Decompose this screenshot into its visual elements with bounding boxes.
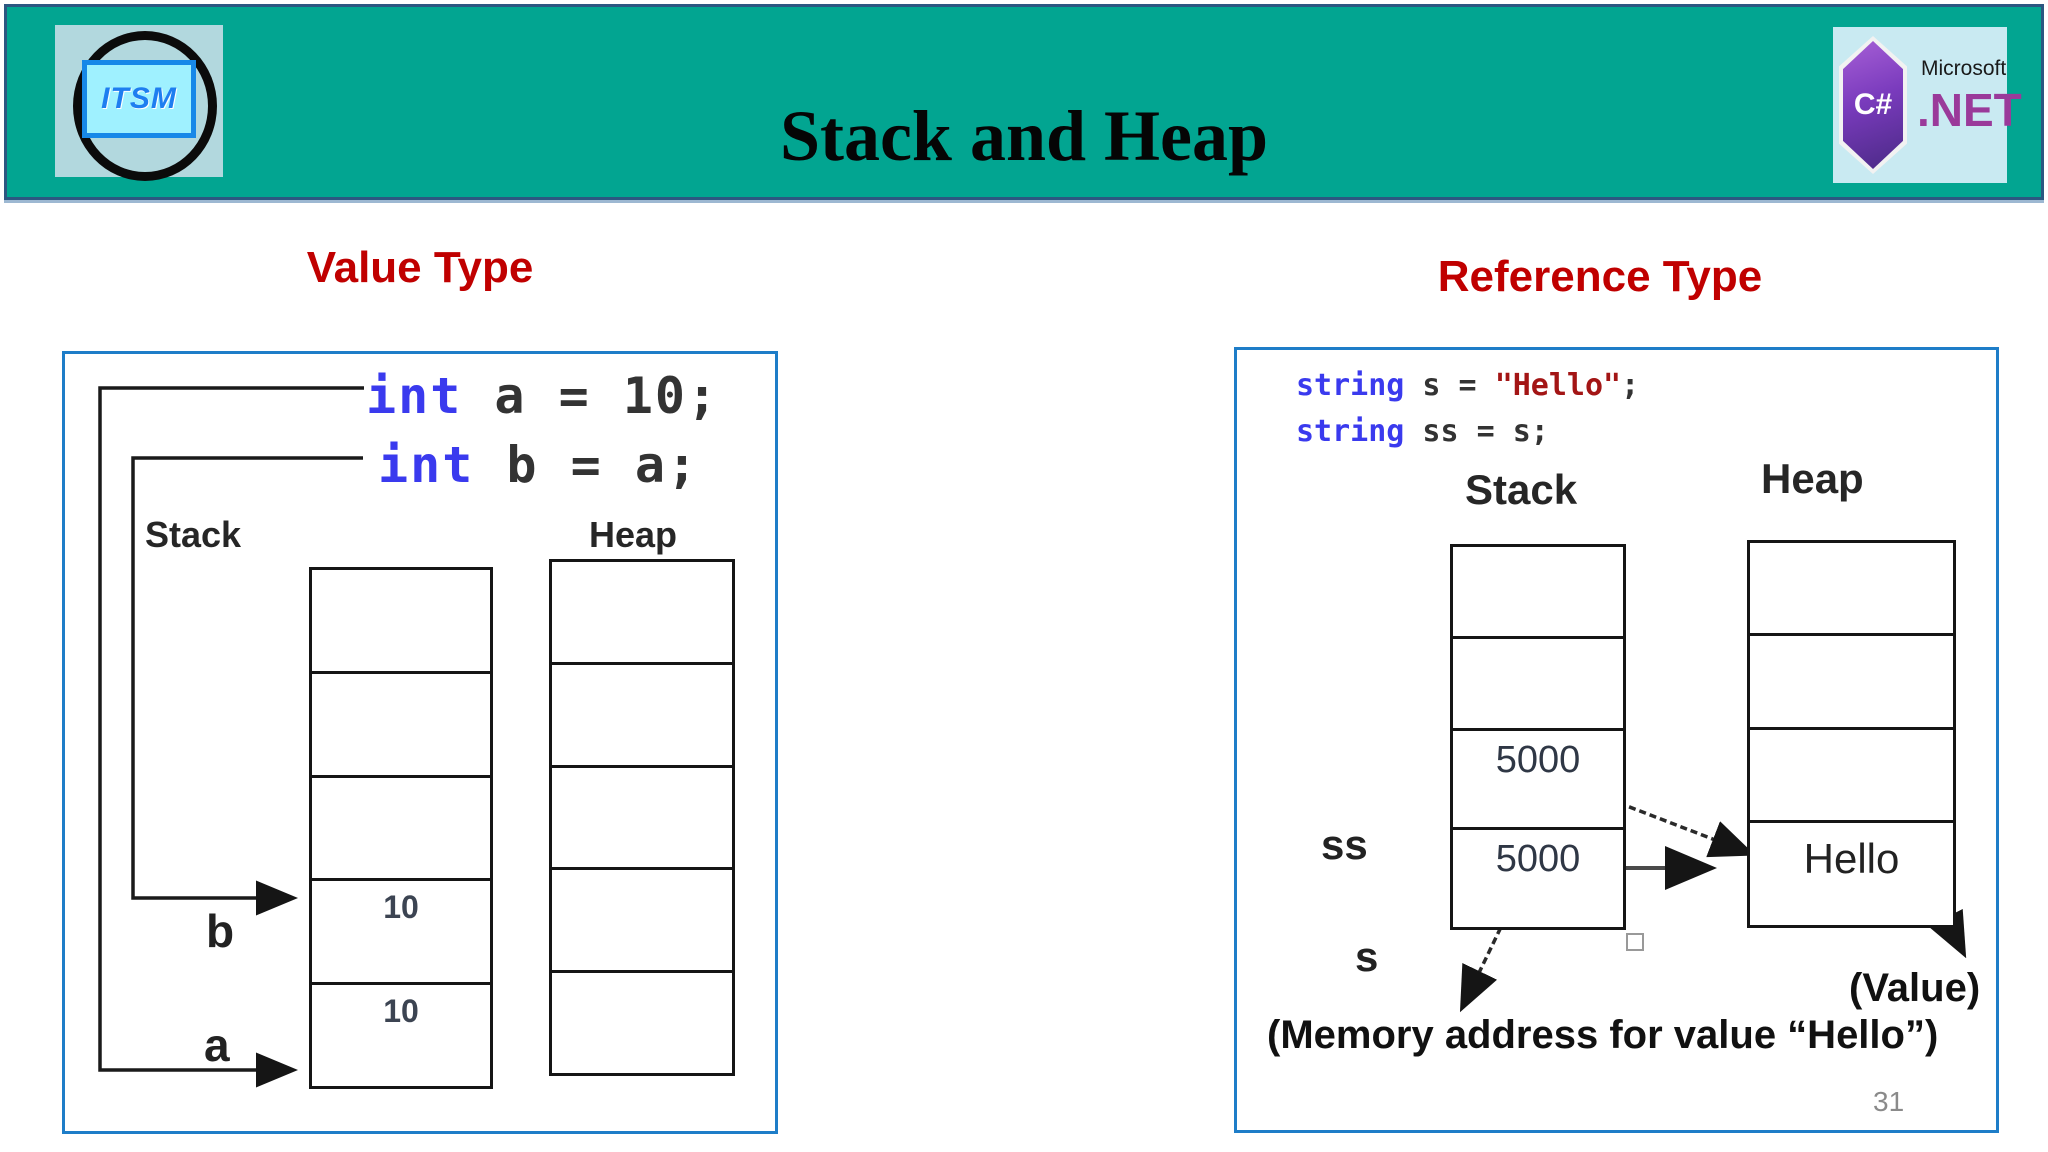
code-rest: ; (1621, 368, 1640, 403)
selection-handle (1626, 933, 1644, 951)
memory-cell-b: 10 (312, 881, 490, 986)
itsm-logo-ellipse (73, 31, 217, 181)
page-title: Stack and Heap (779, 96, 1269, 176)
memory-cell (552, 870, 732, 974)
memory-cell (1750, 636, 1953, 730)
code-keyword: string (1296, 414, 1405, 449)
value-type-panel: int a = 10; int b = a; Stack Heap 10 10 … (62, 351, 778, 1134)
dotnet-logo: C# Microsoft .NET (1833, 27, 2022, 183)
heap-column (549, 559, 735, 1076)
csharp-logo-text: C# (1853, 88, 1893, 121)
code-line-string-ss: string ss = s; (1296, 414, 1549, 449)
header-banner: Stack and Heap ITSM C# Microsoft .NET (4, 4, 2044, 200)
page-number: 31 (1873, 1086, 1905, 1117)
code-line-int-b: int b = a; (378, 436, 699, 494)
code-keyword: int (366, 367, 463, 425)
heap-column: Hello (1747, 540, 1956, 928)
itsm-logo-badge: ITSM (82, 60, 196, 138)
memory-cell (312, 674, 490, 778)
memory-cell (552, 973, 732, 1073)
code-rest: ss = s; (1404, 414, 1549, 449)
code-rest: a = 10; (462, 367, 720, 425)
itsm-logo: ITSM (55, 25, 223, 181)
reference-type-panel: string s = "Hello"; string ss = s; Stack… (1234, 347, 1999, 1133)
stack-label: Stack (145, 514, 242, 555)
memory-cell-s: 5000 (1495, 838, 1581, 881)
dotnet-label: .NET (1917, 84, 2022, 136)
microsoft-label: Microsoft (1921, 57, 2007, 80)
itsm-logo-text: ITSM (101, 82, 177, 115)
memory-cell (1453, 639, 1623, 731)
variable-label-ss: ss (1321, 821, 1368, 868)
code-string-literal: "Hello" (1494, 368, 1622, 403)
variable-label-b: b (206, 905, 235, 957)
value-type-heading: Value Type (306, 243, 534, 292)
variable-label-a: a (204, 1019, 230, 1071)
reference-type-heading: Reference Type (1437, 252, 1763, 301)
memory-cell-ss: 5000 (1453, 731, 1623, 831)
stack-label: Stack (1465, 466, 1578, 513)
heap-label: Heap (1761, 455, 1864, 502)
memory-cell (552, 768, 732, 871)
memory-cell (1750, 543, 1953, 637)
memory-cell (1453, 547, 1623, 639)
value-annotation: (Value) (1849, 966, 1981, 1010)
variable-label-s: s (1355, 933, 1379, 980)
memory-address-annotation: (Memory address for value “Hello”) (1267, 1013, 1939, 1057)
code-rest: s = (1404, 368, 1495, 403)
code-keyword: string (1296, 368, 1405, 403)
memory-cell (1750, 730, 1953, 823)
code-rest: b = a; (474, 436, 700, 494)
stack-column: 5000 5000 (1450, 544, 1626, 930)
memory-cell (312, 778, 490, 882)
code-line-int-a: int a = 10; (366, 367, 719, 425)
csharp-hexagon-inner: C# (1843, 41, 1903, 169)
code-keyword: int (378, 436, 475, 494)
memory-cell-a: 10 (383, 993, 419, 1030)
memory-cell (552, 562, 732, 665)
heap-label: Heap (589, 514, 678, 555)
stack-column: 10 10 (309, 567, 493, 1089)
code-line-string-s: string s = "Hello"; (1296, 368, 1639, 403)
memory-cell (312, 570, 490, 674)
csharp-hexagon-icon: C# (1839, 36, 1907, 174)
memory-cell-hello: Hello (1803, 834, 1900, 882)
memory-cell (552, 665, 732, 768)
